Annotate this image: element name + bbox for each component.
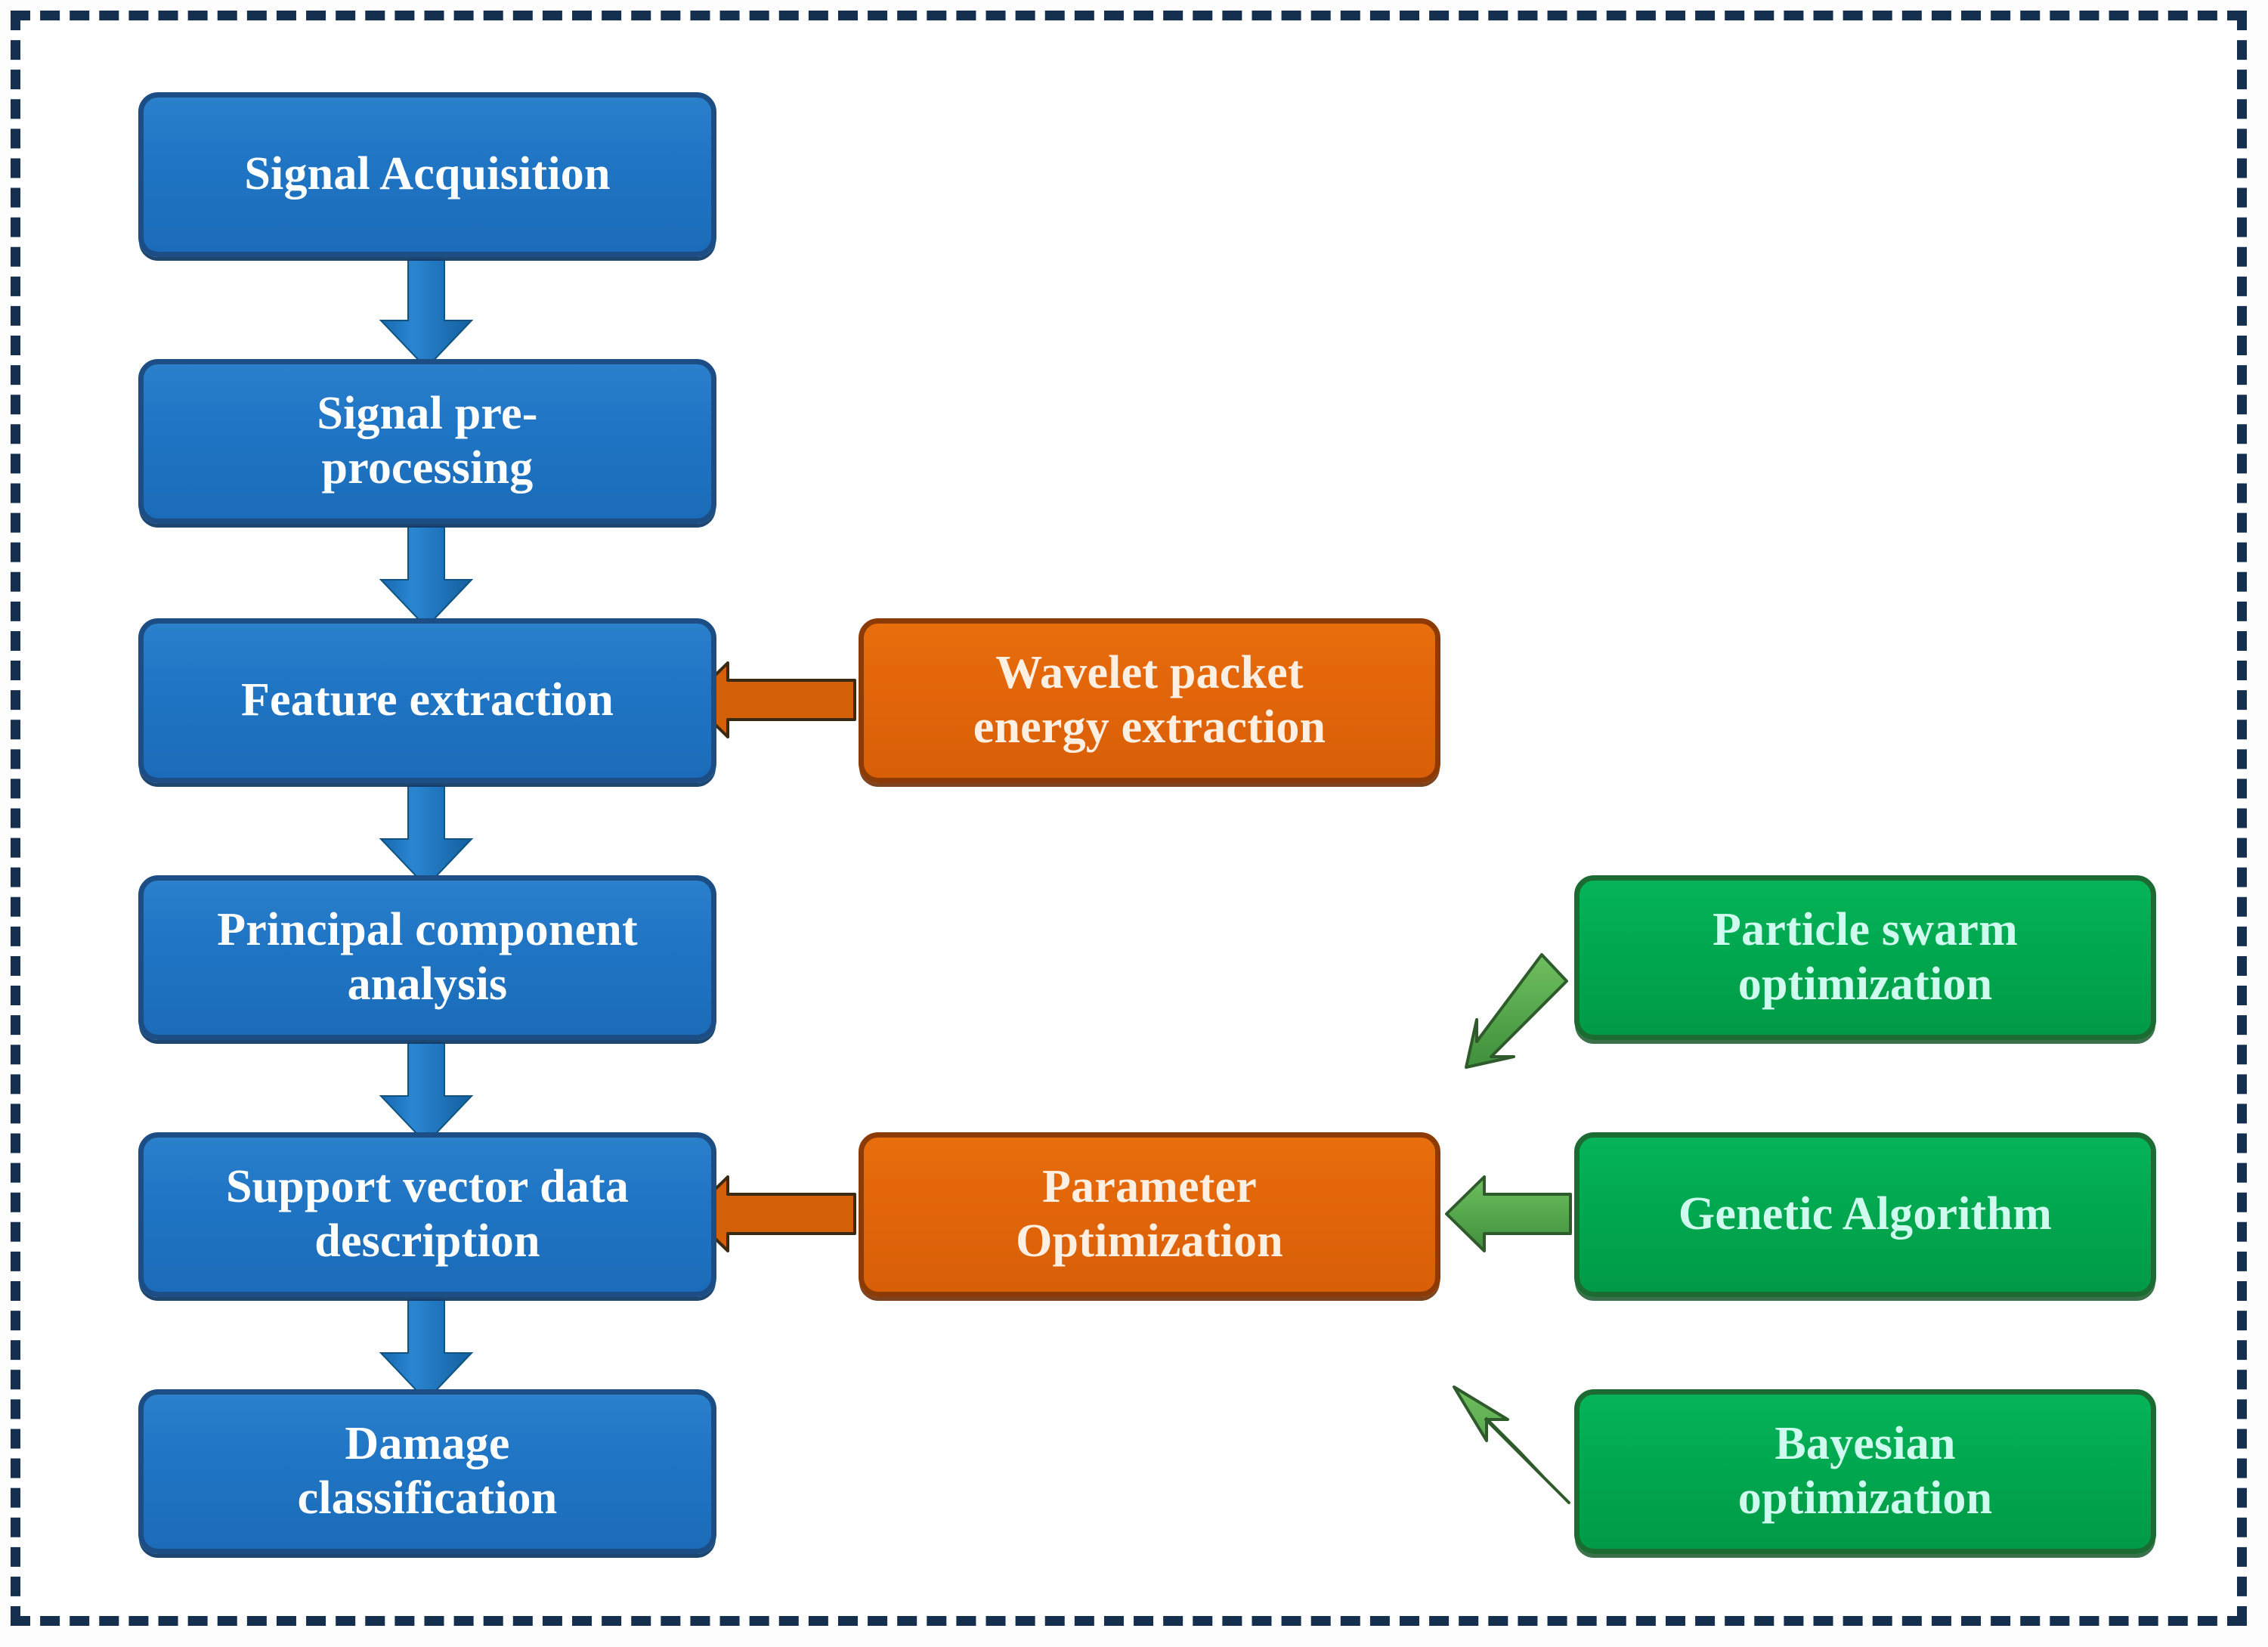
node-label: Support vector data description xyxy=(225,1161,630,1267)
node-wavelet-packet-energy-extraction[interactable]: Wavelet packet energy extraction xyxy=(859,618,1440,783)
node-bayesian-optimization[interactable]: Bayesian optimization xyxy=(1574,1389,2156,1554)
node-damage-classification[interactable]: Damage classification xyxy=(138,1389,716,1554)
node-principal-component-analysis[interactable]: Principal component analysis xyxy=(138,875,716,1040)
node-label: Parameter Optimization xyxy=(1016,1161,1283,1267)
node-label: Signal pre- processing xyxy=(317,388,538,494)
node-particle-swarm-optimization[interactable]: Particle swarm optimization xyxy=(1574,875,2156,1040)
node-label: Damage classification xyxy=(297,1418,558,1524)
node-label: Signal Acquisition xyxy=(244,148,611,200)
node-genetic-algorithm[interactable]: Genetic Algorithm xyxy=(1574,1132,2156,1297)
node-label: Wavelet packet energy extraction xyxy=(973,647,1326,753)
node-signal-acquisition[interactable]: Signal Acquisition xyxy=(138,92,716,257)
node-signal-preprocessing[interactable]: Signal pre- processing xyxy=(138,359,716,524)
node-label: Genetic Algorithm xyxy=(1678,1188,2053,1240)
node-support-vector-data-description[interactable]: Support vector data description xyxy=(138,1132,716,1297)
node-label: Feature extraction xyxy=(240,674,614,726)
node-parameter-optimization[interactable]: Parameter Optimization xyxy=(859,1132,1440,1297)
node-label: Particle swarm optimization xyxy=(1713,904,2018,1010)
node-feature-extraction[interactable]: Feature extraction xyxy=(138,618,716,783)
node-label: Principal component analysis xyxy=(217,904,638,1010)
node-label: Bayesian optimization xyxy=(1737,1418,1993,1524)
